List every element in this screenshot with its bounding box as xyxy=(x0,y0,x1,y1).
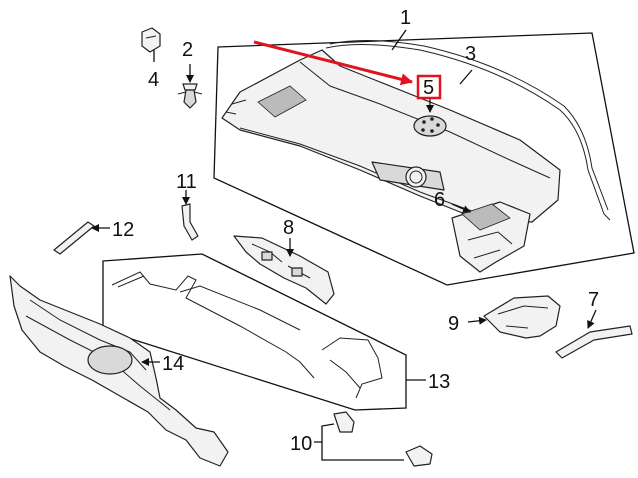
side-seal xyxy=(555,325,633,359)
leader-6 xyxy=(451,203,471,213)
cowl-left-mesh xyxy=(257,85,307,118)
callout-4: 4 xyxy=(148,69,159,91)
leader-3 xyxy=(459,69,473,85)
highlight-arrow xyxy=(253,40,413,86)
clip-pair xyxy=(333,411,433,467)
grommet xyxy=(413,115,447,137)
callout-10: 10 xyxy=(290,433,312,455)
callout-12: 12 xyxy=(112,219,134,241)
callout-5: 5 xyxy=(423,77,434,99)
callout-14: 14 xyxy=(162,353,184,375)
leader-7 xyxy=(587,309,597,329)
weatherstrip-seal xyxy=(325,43,611,221)
callout-1: 1 xyxy=(400,7,411,29)
seal-strip xyxy=(53,221,95,255)
leader-1 xyxy=(391,29,407,51)
callout-9: 9 xyxy=(448,313,459,335)
cowl-panel xyxy=(221,49,561,223)
callout-8: 8 xyxy=(283,217,294,239)
callout-7: 7 xyxy=(588,289,599,311)
leader-9 xyxy=(467,316,487,325)
callout-3: 3 xyxy=(465,43,476,65)
highlight-box-5 xyxy=(416,74,442,100)
hood-rod-assembly xyxy=(111,271,383,399)
callout-13: 13 xyxy=(428,371,450,393)
air-duct xyxy=(483,295,561,339)
cowl-drain-section xyxy=(451,201,531,273)
callout-6: 6 xyxy=(434,189,445,211)
drain-mesh xyxy=(461,203,511,231)
push-clip xyxy=(177,83,203,109)
retainer-nut xyxy=(141,27,161,53)
reinforcement-bracket xyxy=(233,235,335,305)
leader-10 xyxy=(314,423,404,461)
dash-insulator xyxy=(9,275,229,467)
callout-11: 11 xyxy=(176,171,197,193)
assembly-1-box xyxy=(213,32,635,286)
small-bracket xyxy=(181,203,199,241)
callout-2: 2 xyxy=(182,39,193,61)
